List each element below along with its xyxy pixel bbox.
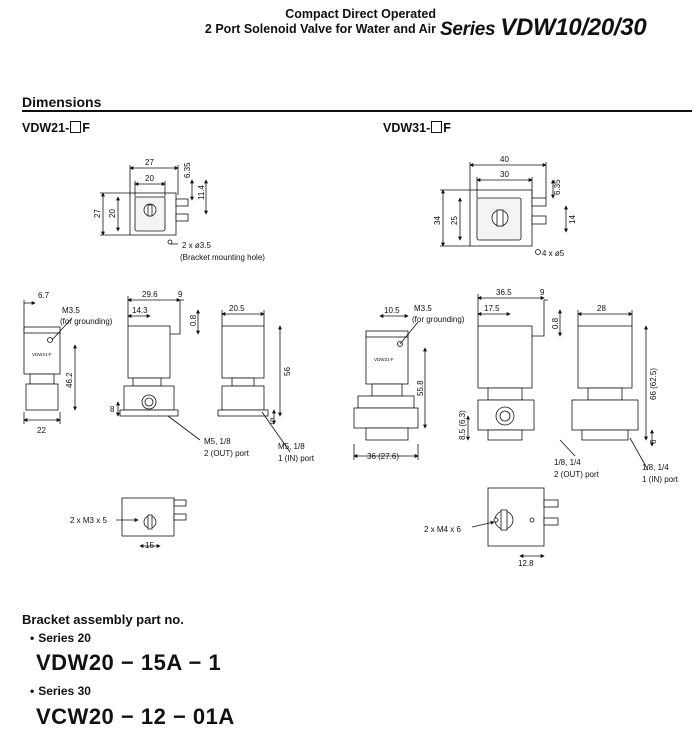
dim-25: 25 [450,216,459,225]
dim-66: 66 (62.5) [649,368,658,400]
dim-22: 22 [37,426,46,435]
vdw21-dimension-texts: 27 20 6.35 11.4 27 20 2 x ø3.5 (Bracket … [32,158,315,550]
vdw31-end-view [559,310,654,471]
vdw21-end-view [217,310,291,453]
hole-note: (Bracket mounting hole) [180,253,265,262]
valve-nameplate: VDW31-F [374,357,394,362]
model-right-suffix: F [443,121,451,135]
dim-8: 8 [110,405,115,414]
dim-40: 40 [500,155,509,164]
series-name: VDW10/20/30 [500,14,647,41]
valve-nameplate: VDW21-F [32,352,52,357]
dimension-drawings: 27 20 6.35 11.4 27 20 2 x ø3.5 (Bracket … [23,155,679,568]
hole-callout: 2 x ø3.5 [182,241,211,250]
model-label-left: VDW21- F [22,121,90,135]
dim-5: 5 [270,417,275,426]
dim-17-5: 17.5 [484,304,500,313]
vdw21-top-view [100,165,208,245]
dim-11-4: 11.4 [197,184,206,200]
series20-part-number: VDW20 − 15A − 1 [36,650,222,675]
dim-27-h: 27 [93,209,102,218]
in-port-label: 1 (IN) port [278,454,315,463]
dim-15: 15 [145,541,154,550]
dim-27: 27 [145,158,154,167]
dim-8-5: 8.5 (6.3) [458,410,467,440]
dim-34: 34 [433,216,442,225]
in-port-size: 1/8, 1/4 [642,463,669,472]
in-port-label: 1 (IN) port [642,475,679,484]
series-word: Series [440,19,496,40]
dim-9: 9 [178,290,183,299]
in-port-size: M5, 1/8 [278,442,305,451]
grounding-note: (for grounding) [412,315,465,324]
hole-callout: 4 x ø5 [542,249,565,258]
bracket-title: Bracket assembly part no. [22,612,184,627]
header-line-1: Compact Direct Operated [285,7,436,21]
model-left-suffix: F [82,121,90,135]
m4-screw: 2 x M4 x 6 [424,525,461,534]
dim-14: 14 [568,215,577,224]
dim-46-2: 46.2 [65,372,74,388]
out-port-label: 2 (OUT) port [554,470,600,479]
dim-20-5: 20.5 [229,304,245,313]
series30-label: Series 30 [30,684,91,698]
vdw31-bottom-view [471,487,559,558]
dim-56: 56 [283,367,292,376]
dim-29-6: 29.6 [142,290,158,299]
box-symbol [431,121,443,133]
dim-0-8: 0.8 [189,314,198,326]
dim-10-5: 10.5 [384,306,400,315]
dim-12-8: 12.8 [518,559,534,568]
dim-9: 9 [540,288,545,297]
series30-part-number: VCW20 − 12 − 01A [36,704,235,729]
dim-28: 28 [597,304,606,313]
dim-6-35: 6.35 [183,162,192,178]
section-divider [22,110,692,112]
vdw31-dimension-texts: 40 30 6.35 14 34 25 4 x ø5 10.5 M3.5 (fo… [367,155,679,568]
out-port-size: 1/8, 1/4 [554,458,581,467]
dim-55-8: 55.8 [416,380,425,396]
m3-screw: 2 x M3 x 5 [70,516,107,525]
vdw31-top-view [440,162,568,255]
out-port-label: 2 (OUT) port [204,449,250,458]
dim-30: 30 [500,170,509,179]
dim-6-35: 6.35 [553,179,562,195]
grounding-note: (for grounding) [60,317,113,326]
model-label-right: VDW31- F [383,121,451,135]
ground-screw: M3.5 [62,306,80,315]
series20-label: Series 20 [30,631,91,645]
box-symbol [70,121,82,133]
ground-screw: M3.5 [414,304,432,313]
dim-36-5: 36.5 [496,288,512,297]
model-left-prefix: VDW21- [22,121,70,135]
out-port-size: M5, 1/8 [204,437,231,446]
vdw21-bottom-view [116,497,187,548]
model-right-prefix: VDW31- [383,121,431,135]
header-line-2: 2 Port Solenoid Valve for Water and Air [204,22,436,36]
dim-14-3: 14.3 [132,306,148,315]
dim-0-8: 0.8 [551,317,560,329]
vdw31-front-view [353,314,427,460]
dim-36: 36 (27.6) [367,452,399,461]
section-title: Dimensions [22,94,102,110]
dim-20-h: 20 [108,209,117,218]
vdw31-side-view [466,294,562,441]
dim-6-7: 6.7 [38,291,50,300]
vdw21-front-view [23,300,77,424]
vdw21-side-view [116,296,201,441]
dim-20: 20 [145,174,154,183]
dim-6: 6 [649,439,658,444]
